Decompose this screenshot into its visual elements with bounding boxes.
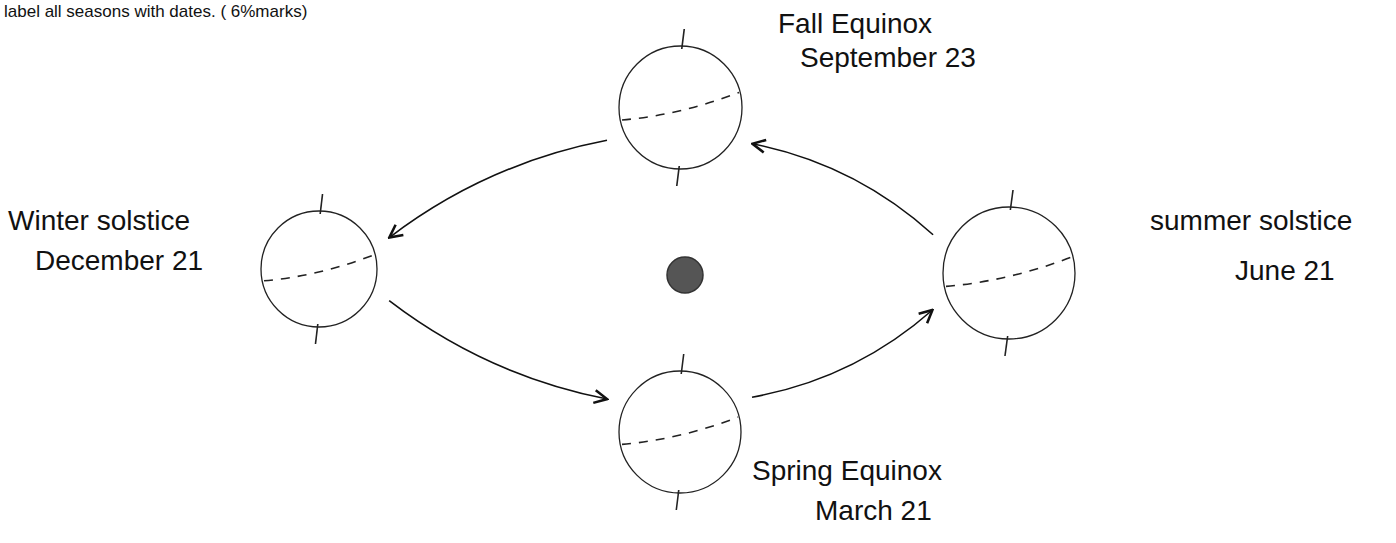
season-date: September 23 — [800, 42, 976, 74]
orbit-arrow — [389, 301, 607, 399]
season-name: summer solstice — [1150, 205, 1352, 237]
earth-node: Spring EquinoxMarch 21 — [618, 370, 742, 494]
season-name: Winter solstice — [8, 205, 190, 237]
earth-node: summer solsticeJune 21 — [942, 206, 1076, 340]
orbit-arrow — [389, 140, 607, 237]
orbit-arrow — [752, 144, 933, 235]
sun-dot — [667, 257, 703, 293]
earth-circle — [942, 206, 1076, 340]
season-date: March 21 — [815, 495, 932, 527]
season-name: Spring Equinox — [752, 455, 942, 487]
season-date: December 21 — [35, 245, 203, 277]
season-date: June 21 — [1235, 255, 1335, 287]
season-name: Fall Equinox — [778, 8, 932, 40]
instruction-note: label all seasons with dates. ( 6%marks) — [4, 2, 307, 22]
earth-node: Fall EquinoxSeptember 23 — [618, 45, 743, 170]
earth-node: Winter solsticeDecember 21 — [260, 210, 378, 328]
orbit-arrow — [752, 310, 932, 397]
earth-circle — [618, 370, 742, 494]
earth-circle — [618, 45, 743, 170]
earth-circle — [260, 210, 378, 328]
